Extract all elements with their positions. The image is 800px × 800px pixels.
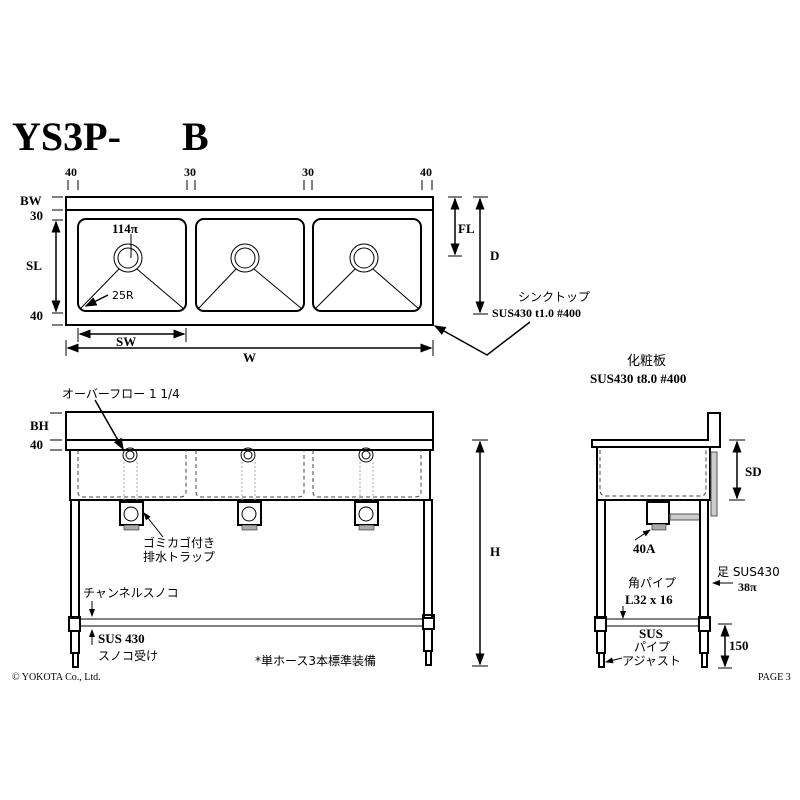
sunoko-holder-label: スノコ受け xyxy=(98,649,158,663)
dim-bw: BW xyxy=(20,193,42,208)
dim-150: 150 xyxy=(729,638,749,653)
front-view: オーバーフロー 1 1/4 BH 40 ゴミカゴ付き 排水トラップ チャンネルス… xyxy=(30,387,500,668)
dim-d: D xyxy=(490,248,499,263)
pipe-size: L32 x 16 xyxy=(625,592,673,607)
dim-top-30-a: 30 xyxy=(184,165,196,179)
panel-label: 化粧板 xyxy=(627,354,666,369)
leg-dia: 38π xyxy=(738,580,757,594)
dim-top-40-left: 40 xyxy=(65,165,77,179)
adj-sus: SUS xyxy=(639,626,663,641)
copyright: © YOKOTA Co., Ltd. xyxy=(12,672,101,683)
dim-sl: SL xyxy=(26,258,42,273)
sink-top-spec: SUS430 t1.0 #400 xyxy=(492,306,581,320)
pipe-label: 角パイプ xyxy=(628,576,676,590)
panel-spec: SUS430 t8.0 #400 xyxy=(590,371,686,386)
model-title: YS3P- xyxy=(12,114,121,159)
drain-dia-label: 114π xyxy=(112,221,138,236)
dim-top-40-right: 40 xyxy=(420,165,432,179)
top-view: 114π 25R 40 30 30 40 BW 30 SL 40 SW W FL… xyxy=(20,165,590,365)
dim-w: W xyxy=(243,350,256,365)
trap-label-2: 排水トラップ xyxy=(143,550,215,564)
dim-h: H xyxy=(490,544,500,559)
dim-bh: BH xyxy=(30,418,49,433)
sink-top-label: シンクトップ xyxy=(518,290,590,304)
hose-note: *単ホース3本標準装備 xyxy=(255,653,376,668)
dim-sw: SW xyxy=(116,334,136,349)
sus430-label: SUS 430 xyxy=(98,631,145,646)
corner-radius-label: 25R xyxy=(112,289,134,302)
dim-30: 30 xyxy=(30,208,43,223)
leg-label: 足 SUS430 xyxy=(717,565,780,579)
dim-40: 40 xyxy=(30,308,43,323)
overflow-label: オーバーフロー 1 1/4 xyxy=(62,387,180,401)
dim-fl: FL xyxy=(458,221,475,236)
trap-label-1: ゴミカゴ付き xyxy=(143,535,215,550)
adj-pipe: パイプ xyxy=(634,640,670,654)
dim-top-30-b: 30 xyxy=(302,165,314,179)
model-suffix: B xyxy=(182,114,209,159)
drain-40a: 40A xyxy=(633,541,656,556)
dim-front-40: 40 xyxy=(30,437,43,452)
channel-label: チャンネルスノコ xyxy=(83,586,179,600)
adj-adjust: アジャスト xyxy=(622,654,681,668)
side-view: 化粧板 SUS430 t8.0 #400 SD 40A 足 SUS430 38π… xyxy=(590,354,780,669)
page-number: PAGE 3 xyxy=(758,672,791,683)
dim-sd: SD xyxy=(745,464,762,479)
